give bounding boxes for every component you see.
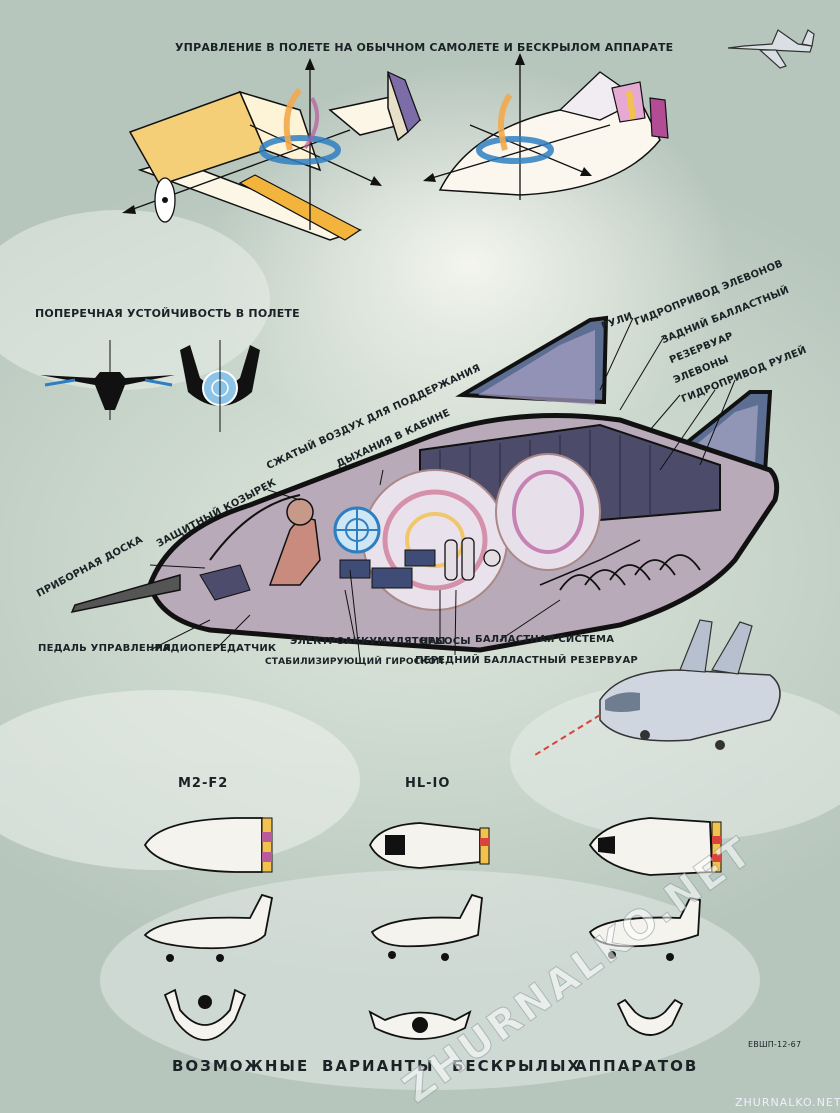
leader-lines xyxy=(149,317,736,661)
stability-title: ПОПЕРЕЧНАЯ УСТОЙЧИВОСТЬ В ПОЛЕТЕ xyxy=(35,307,300,320)
artist-signature: ЕВШП-12-67 xyxy=(748,1040,802,1049)
conventional-plane-diagram xyxy=(122,58,422,241)
label-gyroscope: СТАБИЛИЗИРУЮЩИЙ ГИРОСКОП xyxy=(265,657,444,667)
lateral-stability-diagram xyxy=(40,340,260,432)
label-front-ballast: ПЕРЕДНИЙ БАЛЛАСТНЫЙ РЕЗЕРВУАР xyxy=(415,655,638,666)
lifting-body-in-flight xyxy=(534,619,781,756)
label-radio-transmitter: РАДИОПЕРЕДАТЧИК xyxy=(155,643,277,654)
label-ballast-system: БАЛЛАСТНАЯ СИСТЕМА xyxy=(475,634,615,645)
variant-m2f2 xyxy=(143,817,274,1041)
variant-hl10 xyxy=(368,822,490,1040)
label-batteries: ЭЛЕКТРОАККУМУЛЯТОРЫ xyxy=(290,636,446,647)
lifting-body-diagram xyxy=(423,53,669,200)
footer-word-1: ВОЗМОЖНЫЕ xyxy=(172,1057,310,1075)
page-title: УПРАВЛЕНИЕ В ПОЛЕТЕ НА ОБЫЧНОМ САМОЛЕТЕ … xyxy=(175,41,674,54)
footer-word-2: ВАРИАНТЫ xyxy=(322,1057,435,1075)
model-label-m2f2: M2-F2 xyxy=(178,776,229,791)
model-label-hl10: HL-IO xyxy=(405,776,451,791)
label-control-pedal: ПЕДАЛЬ УПРАВЛЕНИЯ xyxy=(38,643,171,654)
label-pumps: НАСОСЫ xyxy=(420,636,471,647)
watermark-small: ZHURNALKO.NET xyxy=(735,1096,840,1109)
cutaway-vehicle xyxy=(70,315,780,653)
footer-word-4: АППАРАТОВ xyxy=(575,1057,699,1075)
airplane-silhouette-icon xyxy=(727,29,815,69)
footer-word-3: БЕСКРЫЛЫХ xyxy=(452,1057,582,1075)
variant-third xyxy=(588,817,722,1036)
